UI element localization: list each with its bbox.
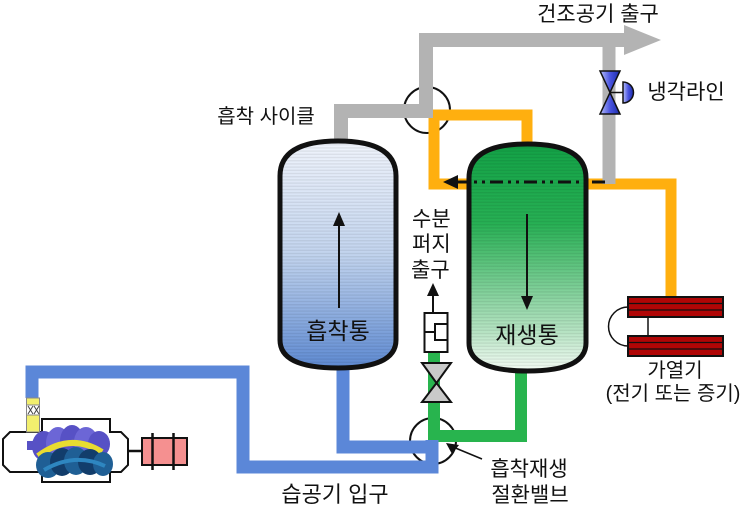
heater-element-top-fins: [628, 302, 723, 311]
purge-silencer-baffle: [424, 323, 447, 341]
label-dry-air-outlet: 건조공기 출구: [537, 3, 659, 26]
downflow-arrow-head: [521, 296, 533, 310]
heater-element-top: [627, 296, 724, 318]
label-heater-sub: (전기 또는 증기): [606, 382, 741, 405]
pipe-wet-air-from-compressor: [25, 365, 439, 474]
cooling-valve: [598, 70, 635, 115]
regen-flow-arrowhead: [443, 175, 458, 189]
cooling-valve-actuator: [622, 81, 635, 104]
label-adsorption-tank: 흡착통: [306, 318, 369, 344]
label-cooling-line: 냉각라인: [647, 81, 724, 104]
cooling-valve-top-triangle: [598, 70, 622, 95]
inlet-fitting: [26, 397, 40, 433]
heater-element-bottom: [627, 335, 724, 357]
label-switch-valve-line1: 흡착재생: [490, 458, 567, 481]
heater-connector-arc: [607, 306, 629, 347]
screw-rotor-bottom: [36, 447, 113, 478]
upflow-arrow-head: [333, 212, 345, 226]
annotation-arrow-shaft: [452, 446, 483, 460]
dry-air-outlet-arrowhead: [624, 25, 661, 55]
annotation-arrow-head: [446, 443, 459, 454]
pipe-adsorber-inlet: [336, 363, 438, 454]
purge-silencer: [423, 283, 449, 353]
label-adsorption-cycle: 흡착 사이클: [217, 105, 315, 128]
heater: [607, 296, 724, 357]
regeneration-tank: [466, 141, 589, 374]
heater-element-bottom-fins: [628, 341, 723, 350]
compressor-motor: [141, 437, 188, 466]
label-regeneration-tank: 재생통: [495, 322, 558, 348]
label-wet-air-inlet: 습공기 입구: [281, 482, 388, 507]
purge-valve-top-triangle: [420, 362, 453, 385]
label-moisture-purge-line1: 수분: [412, 208, 451, 231]
label-moisture-purge-outlet: 수분 퍼지 출구: [411, 208, 451, 282]
label-heater: 가열기: [647, 359, 702, 382]
label-switch-valve-line2: 절환밸브: [491, 484, 568, 507]
purge-valve: [419, 362, 454, 403]
pipe-regeneration-orange: [428, 109, 677, 299]
rotor-teal-helix: [42, 457, 106, 472]
pipe-dry-air-main: [334, 33, 626, 147]
purge-arrow-head: [427, 283, 439, 296]
cooling-valve-bottom-triangle: [598, 90, 622, 115]
adsorption-tank: [277, 138, 399, 371]
label-moisture-purge-line2: 퍼지: [412, 233, 451, 256]
purge-valve-bottom-triangle: [419, 381, 454, 403]
rotor-yellow-helix: [36, 439, 104, 459]
inlet-fitting-cross-pattern: [27, 405, 40, 415]
inlet-fitting-sight-glass: [26, 404, 40, 416]
switch-valve-annotation-arrow: [446, 443, 483, 460]
compressor-unit: [2, 397, 188, 483]
label-moisture-purge-line3: 출구: [411, 259, 450, 282]
